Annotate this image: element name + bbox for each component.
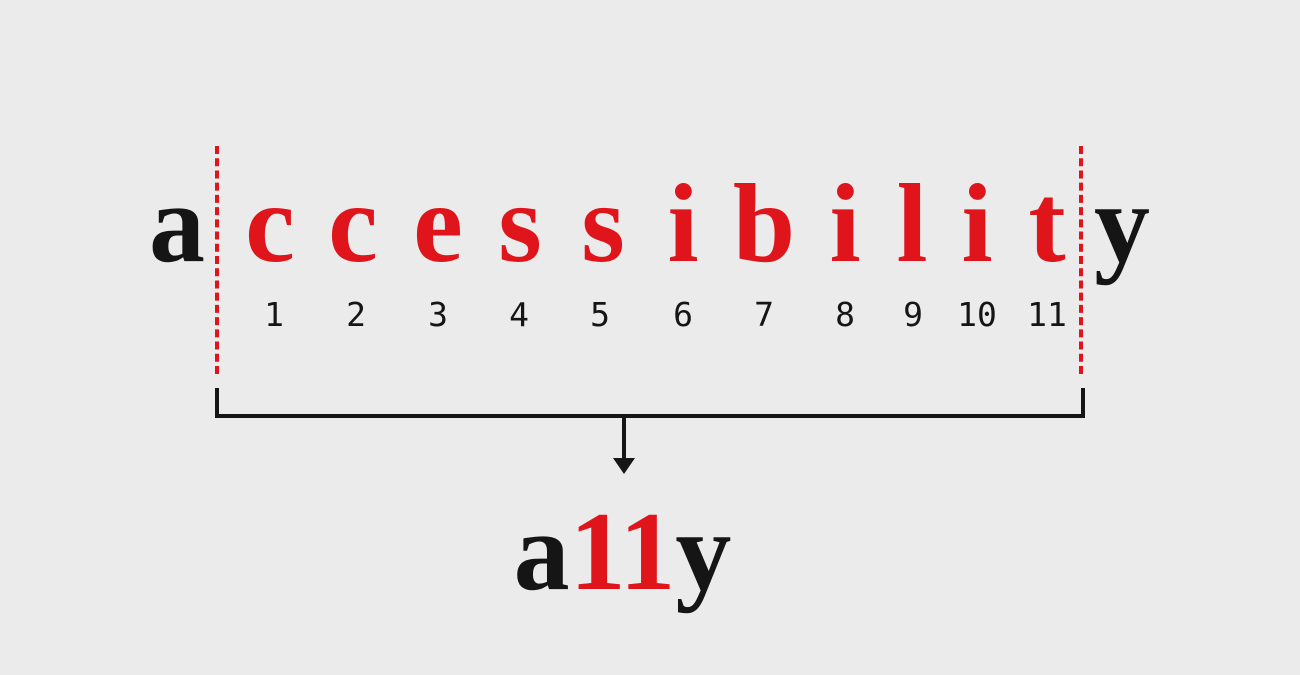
down-arrow-icon: [613, 458, 635, 474]
letter-count-label: 9: [903, 295, 923, 334]
letter-count-label: 1: [264, 295, 284, 334]
left-boundary-dashed-line: [215, 146, 219, 374]
middle-letter: t: [1028, 162, 1066, 286]
letter-count-label: 3: [428, 295, 448, 334]
numeronym-first-letter: a: [513, 490, 570, 614]
letter-count-label: 4: [509, 295, 529, 334]
numeronym: a11y: [0, 496, 1245, 608]
middle-letter: c: [245, 162, 295, 286]
middle-letter: i: [829, 162, 861, 286]
first-letter: a: [149, 162, 205, 286]
letter-count-label: 6: [673, 295, 693, 334]
bracket-line: [215, 388, 1085, 418]
letter-count-label: 7: [754, 295, 774, 334]
numeronym-count: 11: [569, 490, 676, 614]
last-letter: y: [1094, 162, 1150, 286]
middle-letter: l: [896, 162, 928, 286]
middle-letter: b: [732, 162, 796, 286]
letter-count-label: 8: [835, 295, 855, 334]
middle-letter: s: [581, 162, 625, 286]
letter-count-label: 11: [1027, 295, 1067, 334]
letter-count-label: 2: [346, 295, 366, 334]
right-boundary-dashed-line: [1079, 146, 1083, 374]
letter-count-label: 5: [590, 295, 610, 334]
middle-letter: e: [413, 162, 463, 286]
middle-letter: i: [667, 162, 699, 286]
middle-letter: c: [328, 162, 378, 286]
numeronym-last-letter: y: [675, 490, 732, 614]
letter-count-label: 10: [957, 295, 997, 334]
middle-letter: i: [961, 162, 993, 286]
middle-letter: s: [498, 162, 542, 286]
